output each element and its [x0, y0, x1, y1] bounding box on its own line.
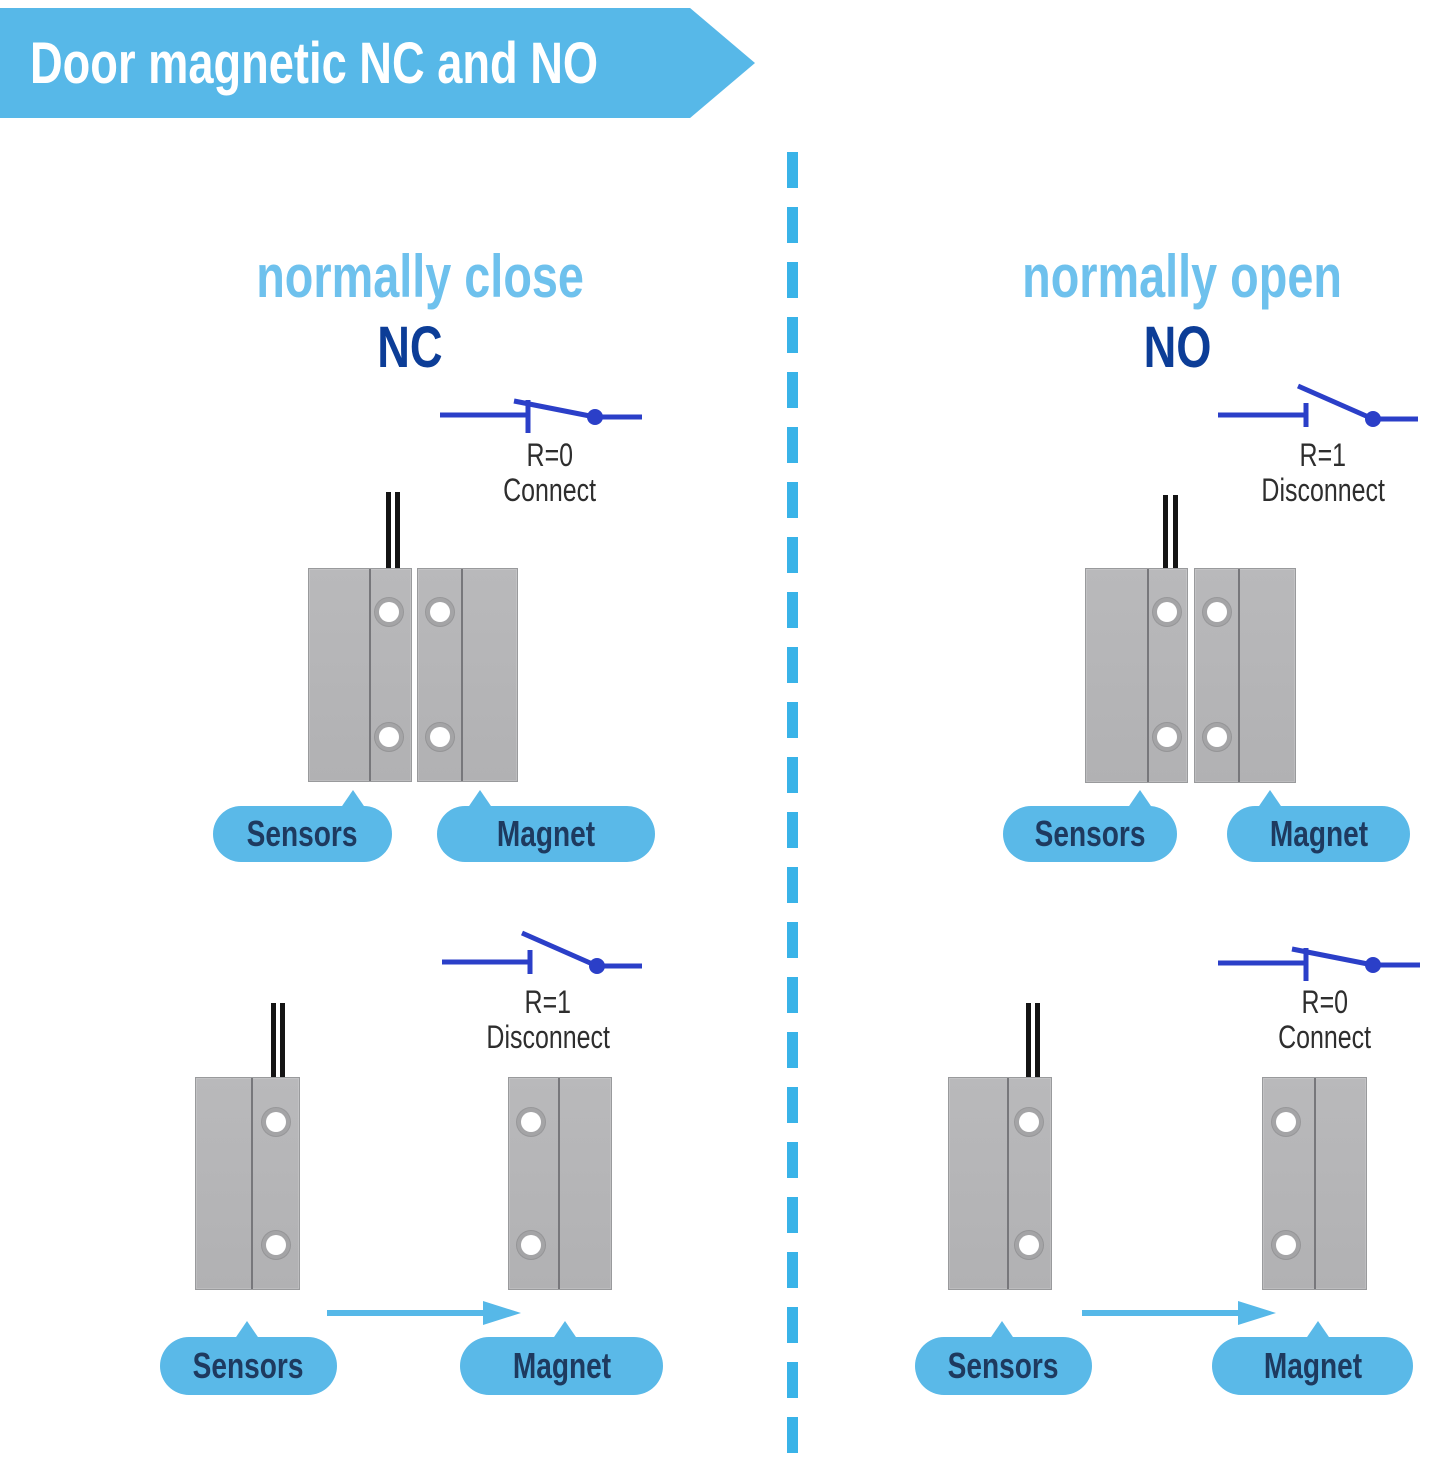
- screw-hole: [1157, 602, 1177, 622]
- sensor-block: [948, 1077, 1052, 1290]
- resistance-value: R=0: [526, 437, 574, 473]
- screw-hole: [1207, 727, 1227, 747]
- heading-nc: NC: [377, 315, 443, 380]
- no-bottom-caption: R=0 Connect: [1225, 985, 1425, 1055]
- pill-pointer: [1305, 1321, 1331, 1340]
- sensor-wires: [395, 492, 400, 569]
- resistance-value: R=1: [524, 984, 572, 1020]
- sensor-wires: [1163, 495, 1168, 569]
- sensors-label-pill: Sensors: [1003, 790, 1177, 862]
- screw-hole: [430, 602, 450, 622]
- header-banner-arrow: Door magnetic NC and NO: [0, 8, 755, 118]
- block-divider: [1007, 1078, 1009, 1289]
- screw-hole: [521, 1112, 541, 1132]
- magnet-label-pill: Magnet: [1212, 1321, 1413, 1395]
- magnet-label-pill: Magnet: [460, 1321, 663, 1395]
- state-label: Connect: [503, 472, 597, 508]
- block-divider: [461, 569, 463, 781]
- screw-hole: [1157, 727, 1177, 747]
- state-label: Disconnect: [1261, 472, 1385, 508]
- sensors-label-pill: Sensors: [160, 1321, 337, 1395]
- screw-hole: [266, 1235, 286, 1255]
- block-divider: [369, 569, 371, 781]
- sensor-block: [1085, 568, 1188, 783]
- page-title: Door magnetic NC and NO: [30, 30, 599, 96]
- nc-top-caption: R=0 Connect: [450, 438, 650, 508]
- screw-hole: [266, 1112, 286, 1132]
- switch-closed-icon: [440, 398, 642, 433]
- screw-hole: [521, 1235, 541, 1255]
- arrow-right-icon: [327, 1301, 521, 1325]
- magnet-block: [1262, 1077, 1367, 1290]
- switch-open-icon: [1218, 383, 1418, 427]
- sensor-wires: [1173, 495, 1178, 569]
- screw-hole: [379, 727, 399, 747]
- magnet-label-pill: Magnet: [437, 790, 655, 862]
- block-divider: [558, 1078, 560, 1289]
- screw-hole: [379, 602, 399, 622]
- sensor-block: [308, 568, 412, 782]
- sensor-wires: [1026, 1003, 1031, 1078]
- magnet-label-pill: Magnet: [1227, 790, 1410, 862]
- sensor-wires: [386, 492, 391, 569]
- pill-pointer: [989, 1321, 1015, 1340]
- sensors-label-pill: Sensors: [915, 1321, 1092, 1395]
- sensor-wires: [271, 1003, 276, 1078]
- block-divider: [1238, 569, 1240, 782]
- pill-pointer: [1127, 790, 1153, 809]
- pill-pointer: [467, 790, 493, 809]
- pill-pointer: [340, 790, 366, 809]
- state-label: Disconnect: [486, 1019, 610, 1055]
- resistance-value: R=1: [1299, 437, 1347, 473]
- state-label: Connect: [1278, 1019, 1372, 1055]
- sensor-block: [195, 1077, 300, 1290]
- pill-pointer: [552, 1321, 578, 1340]
- heading-no: NO: [1143, 315, 1211, 380]
- dashed-divider-line: [787, 152, 798, 1472]
- switch-closed-icon: [1218, 946, 1420, 981]
- screw-hole: [430, 727, 450, 747]
- magnet-block: [1194, 568, 1296, 783]
- resistance-value: R=0: [1301, 984, 1349, 1020]
- block-divider: [251, 1078, 253, 1289]
- heading-normally-open: normally open: [1022, 243, 1342, 310]
- sensor-wires: [280, 1003, 285, 1078]
- screw-hole: [1276, 1235, 1296, 1255]
- arrow-right-icon: [1082, 1301, 1276, 1325]
- magnet-block: [417, 568, 518, 782]
- screw-hole: [1207, 602, 1227, 622]
- screw-hole: [1019, 1235, 1039, 1255]
- sensors-label-pill: Sensors: [213, 790, 392, 862]
- pill-pointer: [1257, 790, 1283, 809]
- sensor-wires: [1035, 1003, 1040, 1078]
- heading-normally-close: normally close: [256, 243, 584, 310]
- block-divider: [1147, 569, 1149, 782]
- screw-hole: [1019, 1112, 1039, 1132]
- switch-open-icon: [442, 930, 642, 974]
- pill-pointer: [234, 1321, 260, 1340]
- magnet-block: [508, 1077, 612, 1290]
- screw-hole: [1276, 1112, 1296, 1132]
- block-divider: [1314, 1078, 1316, 1289]
- nc-bottom-caption: R=1 Disconnect: [448, 985, 648, 1055]
- no-top-caption: R=1 Disconnect: [1223, 438, 1423, 508]
